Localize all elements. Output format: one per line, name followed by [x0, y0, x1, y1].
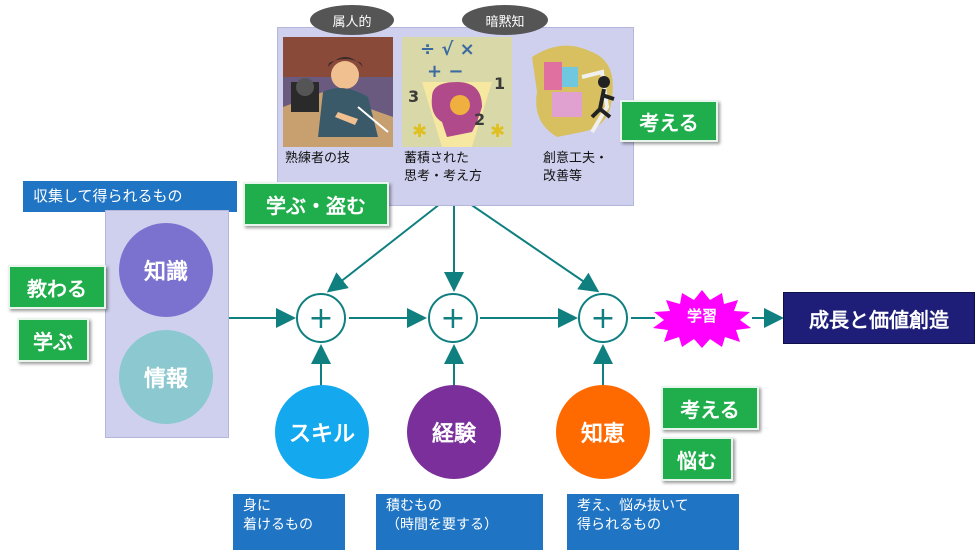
- craftsman-icon: [283, 37, 393, 147]
- personal-tag: 属人的: [310, 5, 394, 35]
- information-circle: 情報: [119, 330, 213, 424]
- svg-text:÷ √ ×: ÷ √ ×: [420, 39, 475, 60]
- learn-label: 学ぶ: [17, 318, 89, 362]
- svg-text:3: 3: [408, 87, 419, 106]
- craftsman-caption: 熟練者の技: [285, 151, 351, 166]
- skill-caption: 身に 着けるもの: [233, 494, 345, 550]
- learning-burst: [653, 290, 751, 348]
- tacit-tag: 暗黙知: [462, 5, 548, 35]
- svg-text:+ −: + −: [427, 61, 463, 82]
- svg-text:2: 2: [474, 110, 485, 129]
- learning-label: 学習: [686, 307, 717, 325]
- plus-node-1: +: [296, 293, 346, 343]
- knowledge-circle: 知識: [119, 223, 213, 317]
- creative-icon: [522, 37, 632, 147]
- learn-steal-label: 学ぶ・盗む: [243, 182, 389, 226]
- plus-node-3: +: [578, 293, 628, 343]
- think-right-label: 考える: [661, 386, 759, 430]
- think-top-label: 考える: [620, 100, 718, 142]
- creative-caption: 創意工夫・ 改善等: [543, 151, 609, 184]
- worry-label: 悩む: [661, 437, 733, 481]
- head-math-icon: ÷ √ × + − 3 1 2 ✱ ✱: [402, 37, 512, 147]
- svg-text:✱: ✱: [490, 121, 505, 142]
- experience-caption: 積むもの （時間を要する）: [376, 494, 543, 550]
- accumulated-thinking-caption: 蓄積された 思考・考え方: [404, 151, 483, 184]
- svg-text:1: 1: [494, 74, 505, 93]
- skill-circle: スキル: [275, 385, 369, 479]
- wisdom-caption: 考え、悩み抜いて 得られるもの: [567, 494, 739, 550]
- collected-caption: 収集して得られるもの: [23, 181, 237, 212]
- experience-circle: 経験: [407, 385, 501, 479]
- be-taught-label: 教わる: [8, 265, 106, 309]
- wisdom-circle: 知恵: [556, 385, 650, 479]
- svg-text:✱: ✱: [412, 121, 427, 142]
- plus-node-2: +: [428, 293, 478, 343]
- growth-value-creation-box: 成長と価値創造: [783, 292, 975, 344]
